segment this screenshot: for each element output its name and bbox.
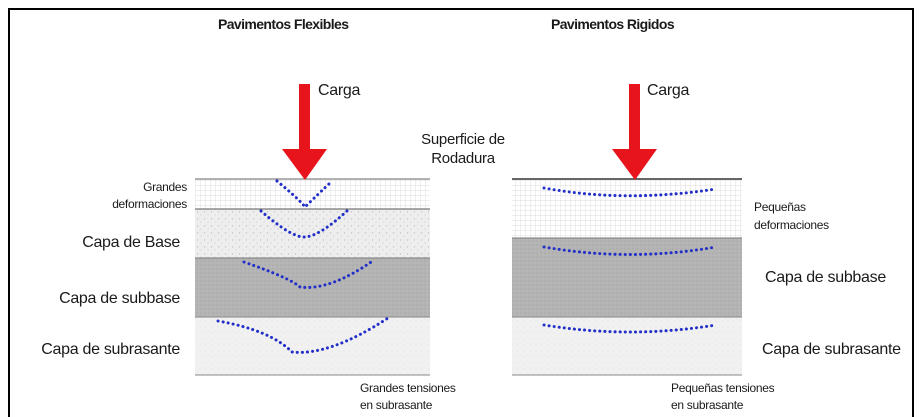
surface-label-line1: Superficie de	[421, 131, 505, 148]
rigid-subbase-layer	[512, 238, 742, 317]
flexible-deflection-base	[259, 208, 350, 239]
flexible-subgrade-layer	[195, 317, 430, 375]
flexible-subbase-layer	[195, 258, 430, 317]
large-deformations-line2: deformaciones	[112, 197, 187, 211]
flexible-base-layer-label: Capa de Base	[82, 234, 180, 251]
flexible-deflection-subgrade	[216, 316, 390, 354]
frame-top-border	[8, 8, 914, 10]
small-deformations-line2: deformaciones	[754, 218, 829, 232]
flexible-deflection-surface	[275, 179, 332, 210]
frame-left-border	[8, 8, 10, 417]
rigid-deflection-subbase	[542, 245, 718, 256]
rigid-slab-layer	[512, 179, 742, 238]
frame-right-border	[912, 8, 914, 417]
rigid-subbase-layer-label: Capa de subbase	[765, 269, 886, 286]
rigid-deflection-subgrade	[542, 323, 718, 334]
flexible-subgrade-layer-label: Capa de subrasante	[41, 341, 180, 358]
small-deformations-line1: Pequeñas	[754, 200, 806, 214]
flexible-base-layer	[195, 209, 430, 258]
flexible-subbase-layer-label: Capa de subbase	[59, 290, 180, 307]
flexible-pavement-section	[195, 178, 430, 376]
title-rigid-pavements: Pavimentos Rigidos	[551, 16, 675, 32]
rigid-subgrade-layer-label: Capa de subrasante	[762, 341, 901, 358]
load-arrow-left	[282, 84, 327, 180]
flexible-deflection-subbase	[242, 258, 376, 289]
load-label-left: Carga	[318, 82, 361, 99]
load-arrow-right	[612, 84, 657, 180]
large-deformations-line1: Grandes	[143, 180, 187, 194]
flexible-deflection-curves	[216, 179, 390, 354]
flexible-surface-layer	[195, 179, 430, 209]
surface-label-line2: Rodadura	[431, 150, 495, 167]
large-stress-line1: Grandes tensiones	[360, 381, 456, 395]
large-stress-line2: en subrasante	[360, 398, 433, 412]
load-label-right: Carga	[647, 82, 690, 99]
small-stress-line2: en subrasante	[671, 398, 744, 412]
rigid-deflection-slab	[542, 186, 718, 198]
rigid-pavement-section	[512, 178, 742, 376]
small-stress-line1: Pequeñas tensiones	[671, 381, 775, 395]
rigid-deflection-curves	[542, 186, 718, 334]
title-flexible-pavements: Pavimentos Flexibles	[218, 16, 349, 32]
